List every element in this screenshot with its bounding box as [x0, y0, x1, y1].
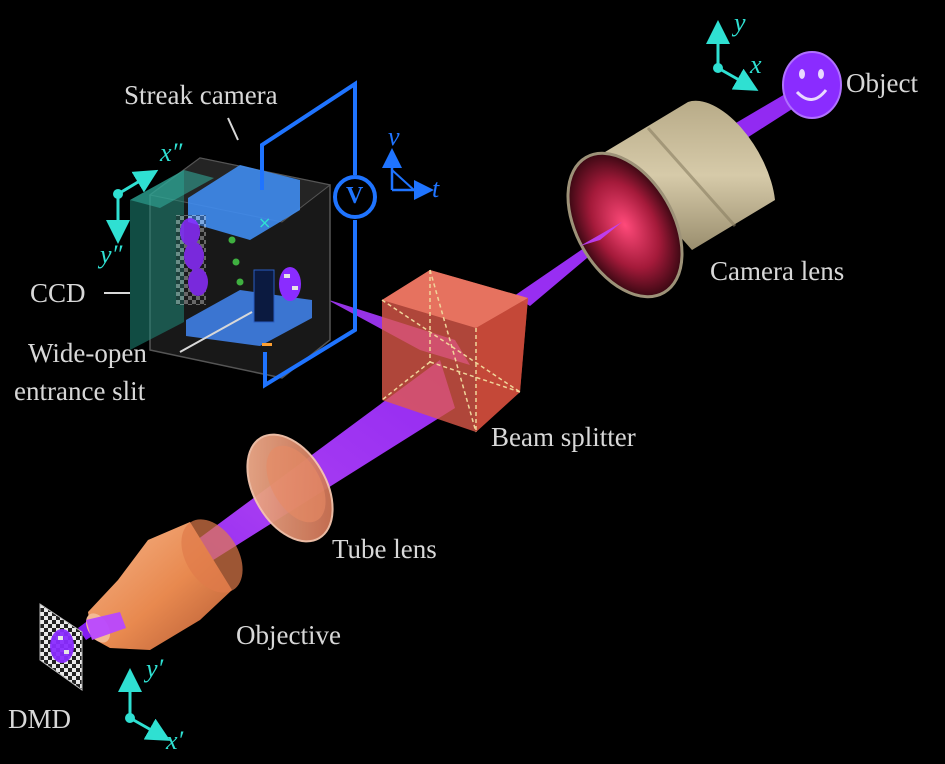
streak-leader [227, 117, 239, 141]
streak-axes [106, 169, 159, 244]
dmd-label: DMD [8, 704, 72, 734]
object-y-axis-label: y [734, 8, 746, 37]
camera-lens-label: Camera lens [710, 256, 845, 286]
sweep-v-axis-label: v [388, 122, 400, 151]
entrance-slit-label-line2: entrance slit [14, 376, 146, 406]
beam-splitter [381, 269, 528, 433]
objective-label: Objective [236, 620, 341, 650]
dmd-x-axis-label: x′ [166, 726, 184, 755]
streak-y-axis-label: y″ [100, 240, 123, 269]
objective [86, 519, 243, 650]
voltage-source-icon [333, 175, 377, 219]
entrance-slit-label-line1: Wide-open [28, 338, 147, 368]
streak-camera-label: Streak camera [124, 80, 278, 110]
object-label: Object [846, 68, 918, 98]
streak-x-axis-label: x″ [160, 138, 183, 167]
ccd [130, 170, 214, 350]
object-x-axis-label: x [750, 50, 762, 79]
beam-splitter-label: Beam splitter [491, 422, 636, 452]
streak-camera: × [148, 157, 332, 379]
dmd-axes [118, 668, 171, 741]
dmd-y-axis-label: y′ [146, 654, 164, 683]
sweep-t-axis-label: t [432, 174, 440, 203]
slit-leader [179, 311, 253, 353]
sweep-axes [382, 148, 434, 200]
voltage-symbol: V [346, 183, 364, 209]
camera-lens [566, 100, 775, 299]
ccd-label: CCD [30, 278, 86, 308]
svg-text:×: × [258, 213, 271, 232]
smiley-face-icon [782, 51, 842, 119]
tube-lens-label: Tube lens [332, 534, 437, 564]
sweep-circuit [260, 80, 357, 389]
checkerboard-icon [39, 603, 83, 691]
deflection-plate-top [188, 165, 300, 240]
tube-lens [246, 433, 334, 543]
object-axes [706, 20, 759, 91]
